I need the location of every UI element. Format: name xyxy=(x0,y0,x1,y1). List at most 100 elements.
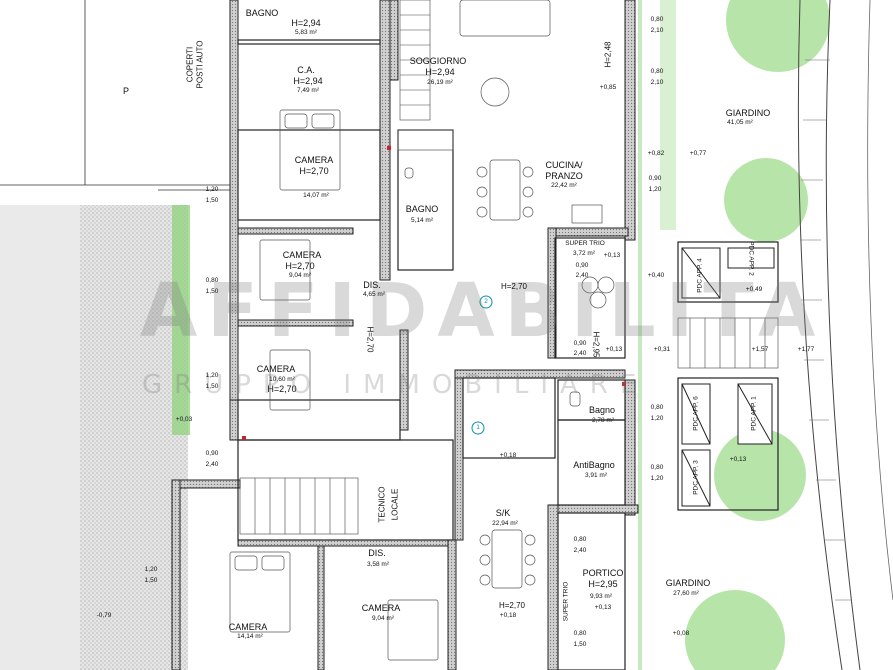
level: +0,13 xyxy=(603,252,621,259)
window-dim: 0,80 xyxy=(650,404,664,411)
tree-2 xyxy=(724,158,808,242)
room-height: H=2,95 xyxy=(588,579,618,589)
level: +0,18 xyxy=(499,452,517,459)
window-dim: 0,90 xyxy=(575,262,589,269)
level: +0,18 xyxy=(499,612,517,619)
pdc-label: PDC APP. 3 xyxy=(692,460,700,495)
room-name: PORTICO xyxy=(582,568,624,578)
bed-1 xyxy=(279,109,341,191)
window-dim: 1,20 xyxy=(205,372,219,379)
level: +0,31 xyxy=(653,346,671,353)
window-dim: 2,10 xyxy=(650,79,664,86)
room-height: H=2,94 xyxy=(425,67,455,77)
room-area: 27,60 m² xyxy=(673,590,699,597)
window-dim: 2,10 xyxy=(650,27,664,34)
window-dim: 0,80 xyxy=(573,630,587,637)
room-height: H=2,70 xyxy=(267,384,297,394)
height-label: H=2,70 xyxy=(365,326,375,353)
parking-label: POSTI AUTO xyxy=(195,40,205,89)
bed-4 xyxy=(229,551,291,633)
level: +0,49 xyxy=(745,286,763,293)
tree-3 xyxy=(714,429,806,521)
window-dim: 1,20 xyxy=(650,415,664,422)
room-name: Bagno xyxy=(588,405,616,415)
room-area: 14,07 m² xyxy=(303,192,329,199)
window-dim: 1,50 xyxy=(205,288,219,295)
height-label: H=2,95 xyxy=(591,331,601,358)
room-area: 10,60 m² xyxy=(269,376,295,383)
room-area: 22,42 m² xyxy=(551,182,577,189)
room-height: H=2,94 xyxy=(291,18,321,28)
pdc-label: PDC APP. 2 xyxy=(747,241,755,276)
window-dim: 0,80 xyxy=(650,16,664,23)
room-name: SOGGIORNO xyxy=(409,56,467,66)
room-name: GIARDINO xyxy=(725,108,771,118)
room-name: S/K xyxy=(495,508,511,518)
window-dim: 2,40 xyxy=(573,547,587,554)
window-dim: 1,50 xyxy=(205,197,219,204)
window-dim: 1,50 xyxy=(573,641,587,648)
parking-hatch xyxy=(80,205,188,670)
super-trio-label: SUPER TRIO xyxy=(562,581,570,622)
window-dim: 0,80 xyxy=(650,68,664,75)
tech-room-label: LOCALE xyxy=(390,488,400,521)
level: +0,77 xyxy=(689,150,707,157)
level: +0,13 xyxy=(605,346,623,353)
room-area: 4,65 m² xyxy=(362,291,386,298)
hedge-left xyxy=(172,205,190,435)
room-height: H=2,70 xyxy=(285,261,315,271)
window-dim: 0,80 xyxy=(650,464,664,471)
window-dim: 2,40 xyxy=(205,461,219,468)
super-trio-label: SUPER TRIO xyxy=(565,240,605,247)
level: +0,85 xyxy=(599,84,617,91)
room-name: BAGNO xyxy=(245,8,279,18)
bed-3 xyxy=(269,349,311,411)
level: +1,57 xyxy=(751,346,769,353)
height-label: H=2,70 xyxy=(498,601,526,610)
bed-2 xyxy=(259,239,311,301)
door-marker: 2 xyxy=(484,298,488,305)
room-area: 9,93 m² xyxy=(589,593,613,600)
room-name: GIARDINO xyxy=(665,578,711,588)
room-height: H=2,94 xyxy=(293,76,323,86)
room-name: CAMERA xyxy=(361,603,401,613)
parking-letter: P xyxy=(122,86,130,96)
window-dim: 0,80 xyxy=(205,277,219,284)
room-area: 3,58 m² xyxy=(366,561,390,568)
level: -0,79 xyxy=(96,612,112,619)
tech-room-label: TECNICO xyxy=(377,486,387,523)
room-area: 9,04 m² xyxy=(371,615,395,622)
window-dim: 1,50 xyxy=(144,577,158,584)
window-dim: 0,80 xyxy=(573,536,587,543)
pdc-label: PDC APP. 6 xyxy=(692,396,700,431)
window-dim: 2,40 xyxy=(575,272,589,279)
level: +0,13 xyxy=(594,604,612,611)
level: +0,08 xyxy=(672,630,690,637)
window-dim: 1,20 xyxy=(144,566,158,573)
room-name: CAMERA xyxy=(228,622,268,632)
room-name: CAMERA xyxy=(256,364,296,374)
hedge-right xyxy=(660,0,676,230)
room-area: 9,04 m² xyxy=(288,272,312,279)
room-area: 7,49 m² xyxy=(296,87,320,94)
window-dim: 2,40 xyxy=(573,350,587,357)
level: +0,03 xyxy=(175,416,193,423)
window-dim: 0,90 xyxy=(648,175,662,182)
table-round xyxy=(480,77,510,107)
door-marker: 1 xyxy=(476,424,480,431)
room-name: BAGNO xyxy=(405,204,439,214)
room-name: DIS. xyxy=(368,548,386,558)
level: +0,82 xyxy=(647,150,665,157)
dining-table-2 xyxy=(491,529,523,589)
level: +0,13 xyxy=(729,456,747,463)
tree-4 xyxy=(685,590,785,670)
dining-table xyxy=(489,159,521,221)
window-dim: 1,20 xyxy=(648,186,662,193)
room-area: 26,19 m² xyxy=(427,79,453,86)
window-dim: 1,20 xyxy=(650,475,664,482)
window-dim: 0,90 xyxy=(573,340,587,347)
room-height: PRANZO xyxy=(545,171,583,181)
level: +1,77 xyxy=(797,346,815,353)
room-area: 3,91 m² xyxy=(584,472,608,479)
